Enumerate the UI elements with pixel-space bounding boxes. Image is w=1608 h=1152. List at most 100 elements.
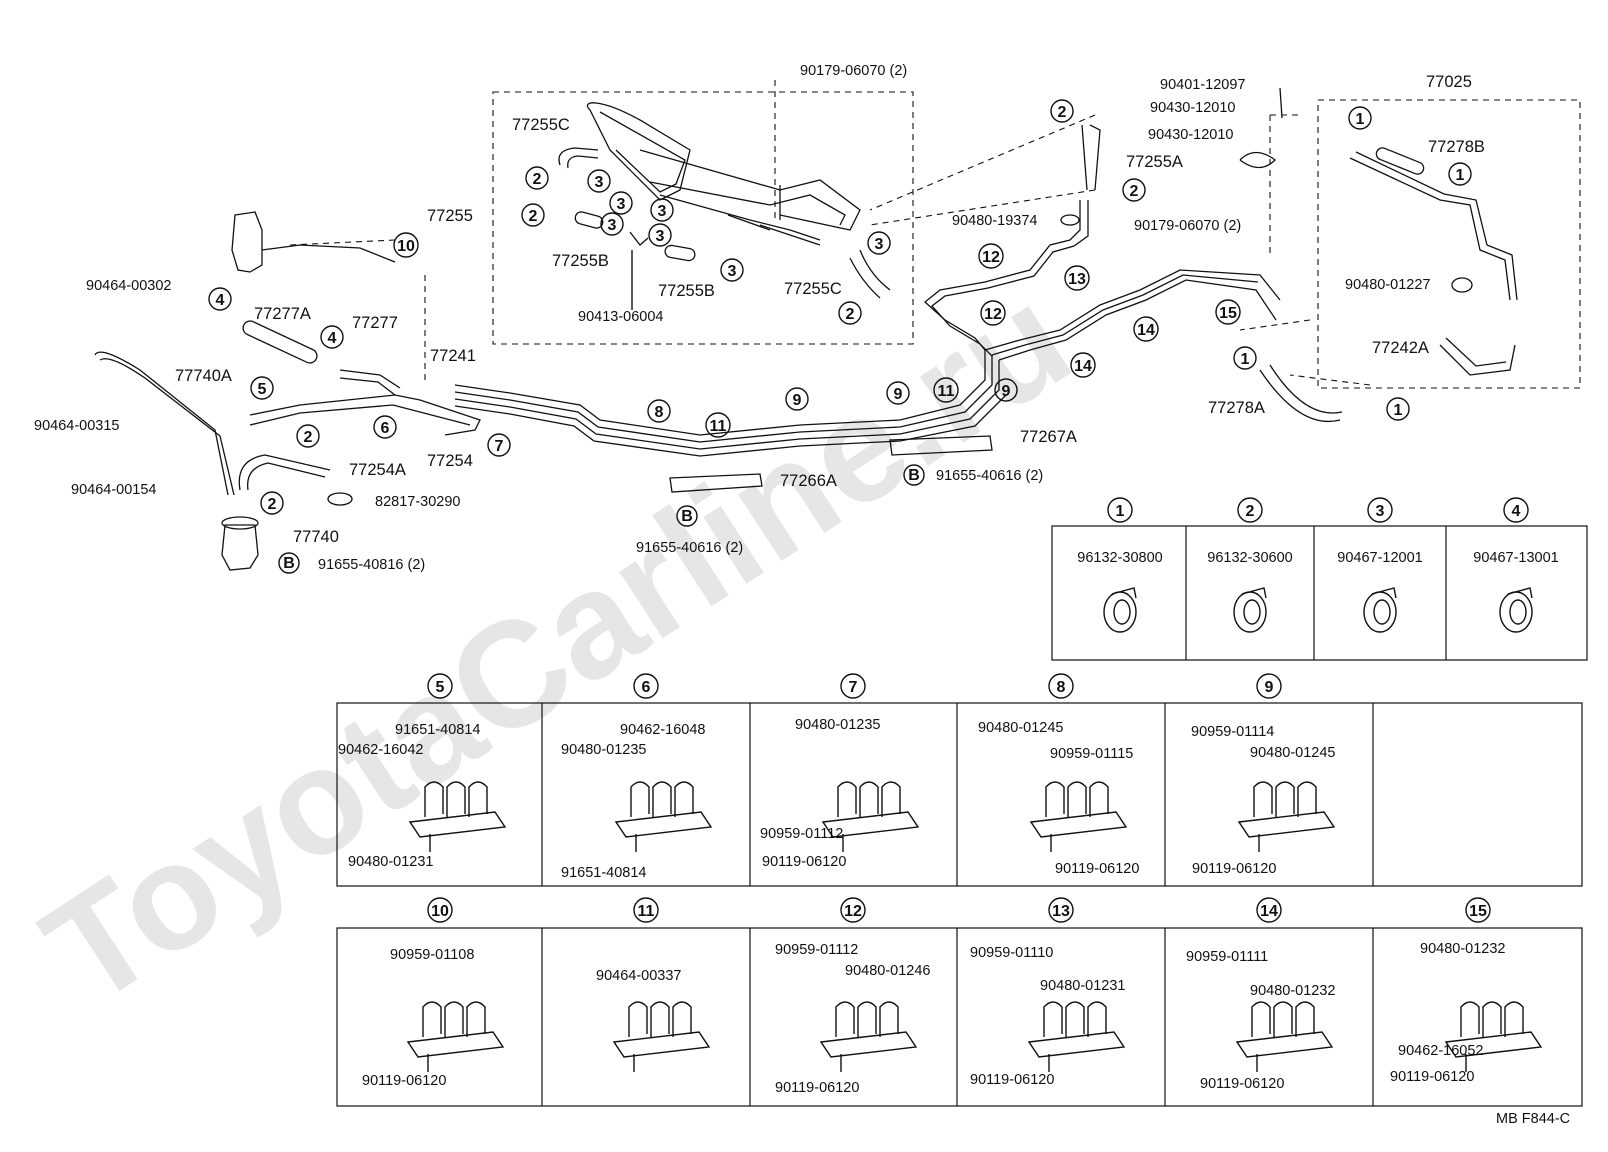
clip-table-1 xyxy=(1051,525,1588,661)
callouts: 2 3 2 3 3 3 3 3 3 2 10 4 4 5 6 2 7 2 B 8… xyxy=(208,99,1472,574)
callout-2: 2 xyxy=(838,301,862,325)
svg-text:2: 2 xyxy=(529,208,538,225)
svg-text:3: 3 xyxy=(608,217,617,234)
svg-text:3: 3 xyxy=(875,236,884,253)
label-90480-19374: 90480-19374 xyxy=(952,213,1037,229)
clip-table-3 xyxy=(336,927,1583,1107)
callout-12: 12 xyxy=(978,243,1004,269)
clip-part-number: 90119-06120 xyxy=(1055,861,1139,877)
clip-part-number: 90480-01235 xyxy=(561,742,646,758)
label-82817: 82817-30290 xyxy=(375,494,460,510)
hose-77740A xyxy=(94,351,229,496)
svg-text:3: 3 xyxy=(1376,503,1385,520)
svg-text:9: 9 xyxy=(793,392,802,409)
clip-cell-11: 11 90464-00337 xyxy=(596,897,711,1072)
clip-part-number: 90480-01245 xyxy=(978,720,1063,736)
clip-part-number: 90119-06120 xyxy=(775,1080,859,1096)
callout-7: 7 xyxy=(840,673,866,699)
svg-text:15: 15 xyxy=(1469,903,1487,920)
label-77278B: 77278B xyxy=(1428,138,1485,156)
svg-text:11: 11 xyxy=(710,418,727,435)
callout-2: 2 xyxy=(1050,99,1074,123)
callout-3: 3 xyxy=(720,258,744,282)
clip-part-number: 90959-01112 xyxy=(775,942,858,958)
callout-14: 14 xyxy=(1070,352,1096,378)
callout-3: 3 xyxy=(1367,497,1393,523)
label-77242A: 77242A xyxy=(1372,339,1429,357)
clip-part-number: 90959-01111 xyxy=(1186,949,1268,965)
label-77254: 77254 xyxy=(427,452,473,470)
label-77740A: 77740A xyxy=(175,367,232,385)
callout-4: 4 xyxy=(320,325,344,349)
svg-text:2: 2 xyxy=(846,306,855,323)
svg-text:1: 1 xyxy=(1241,351,1250,368)
clip-part-number: 91651-40814 xyxy=(561,865,646,881)
svg-text:15: 15 xyxy=(1219,305,1237,322)
svg-text:2: 2 xyxy=(268,496,277,513)
svg-text:4: 4 xyxy=(1512,503,1521,520)
clip-sketch xyxy=(1235,1001,1334,1072)
callout-9: 9 xyxy=(994,378,1018,402)
svg-text:12: 12 xyxy=(984,306,1002,323)
callout-15: 15 xyxy=(1215,299,1241,325)
svg-text:2: 2 xyxy=(1058,104,1067,121)
clip-sketch xyxy=(1027,1001,1126,1072)
svg-text:1: 1 xyxy=(1394,402,1403,419)
leader-lines xyxy=(289,80,1371,386)
callout-12: 12 xyxy=(840,897,866,923)
svg-text:13: 13 xyxy=(1068,271,1086,288)
svg-text:9: 9 xyxy=(1002,383,1011,400)
svg-text:10: 10 xyxy=(431,903,449,920)
svg-text:4: 4 xyxy=(216,292,225,309)
reservoir-tank xyxy=(231,211,263,273)
label-77267A: 77267A xyxy=(1020,428,1077,446)
callout-9: 9 xyxy=(1256,673,1282,699)
svg-text:1: 1 xyxy=(1356,111,1365,128)
clip-sketch xyxy=(614,781,713,852)
clip-icon xyxy=(1499,587,1533,633)
callout-15: 15 xyxy=(1465,897,1491,923)
label-91655-40616: 91655-40616 (2) xyxy=(936,468,1043,484)
clip-icon xyxy=(1363,587,1397,633)
label-90464-00315: 90464-00315 xyxy=(34,418,119,434)
clip-part-number: 90480-01231 xyxy=(348,854,433,870)
clip-part-number: 90959-01110 xyxy=(970,945,1053,961)
svg-text:9: 9 xyxy=(1265,679,1274,696)
assembly-77255-box xyxy=(492,91,914,345)
clip-part-number: 90464-00337 xyxy=(596,968,681,984)
clip-part-number: 91651-40814 xyxy=(395,722,480,738)
svg-text:3: 3 xyxy=(595,174,604,191)
svg-text:9: 9 xyxy=(894,386,903,403)
svg-text:7: 7 xyxy=(495,438,504,455)
callout-4: 4 xyxy=(208,287,232,311)
clip-icon xyxy=(1103,587,1137,633)
label-77241: 77241 xyxy=(430,347,476,365)
callout-11: 11 xyxy=(633,897,659,923)
label-77255B: 77255B xyxy=(552,252,609,270)
clip-sketch xyxy=(821,781,920,852)
svg-text:12: 12 xyxy=(844,903,862,920)
svg-text:5: 5 xyxy=(436,679,445,696)
hose-77277A xyxy=(242,320,318,364)
callout-11: 11 xyxy=(933,377,959,403)
clip-sketch xyxy=(819,1001,918,1072)
clip-part-number: 90462-16048 xyxy=(620,722,705,738)
clip-part-number: 90959-01114 xyxy=(1191,724,1274,740)
callout-2: 2 xyxy=(1237,497,1263,523)
svg-text:8: 8 xyxy=(1057,679,1066,696)
svg-text:11: 11 xyxy=(638,903,655,920)
callout-1: 1 xyxy=(1448,162,1472,186)
label-77255A: 77255A xyxy=(1126,153,1183,171)
callout-3: 3 xyxy=(648,223,672,247)
callout-8: 8 xyxy=(647,399,671,423)
label-90480-01227: 90480-01227 xyxy=(1345,277,1430,293)
callout-2: 2 xyxy=(525,166,549,190)
callout-B: B xyxy=(903,464,925,486)
